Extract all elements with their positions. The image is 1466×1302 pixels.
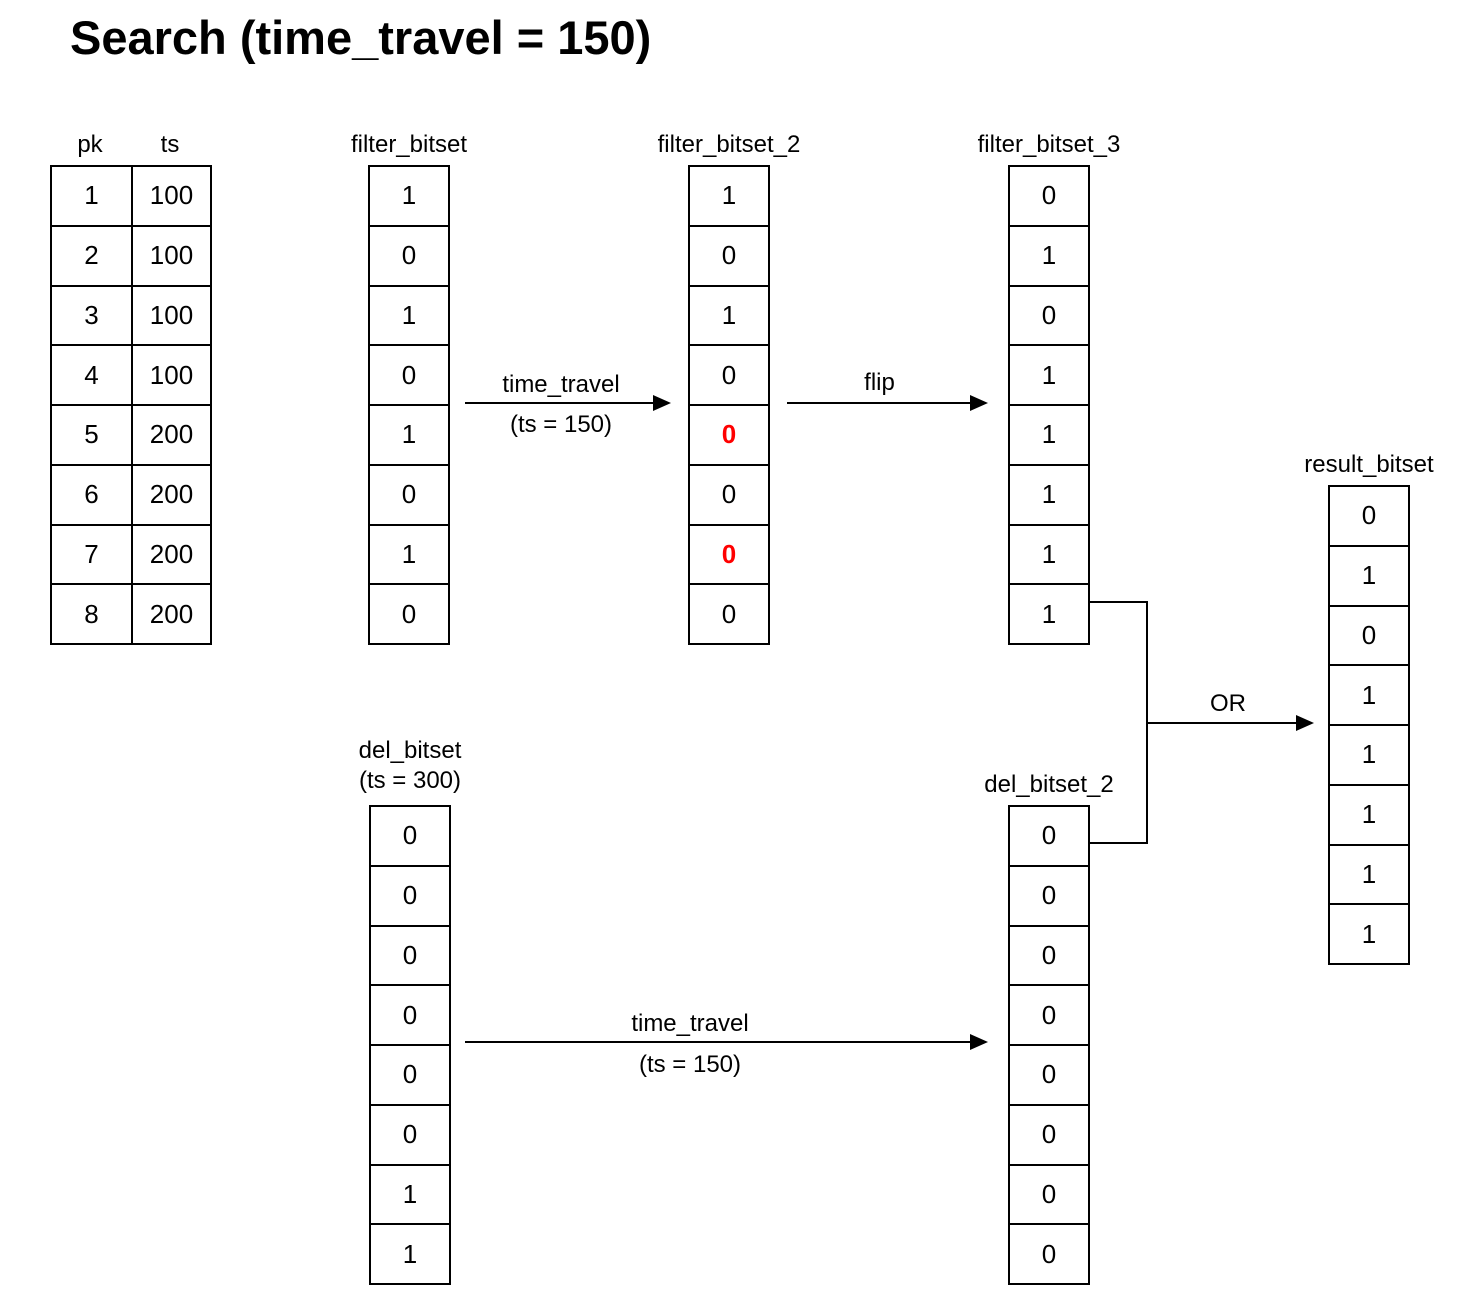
filter-bitset-label: filter_bitset	[350, 131, 468, 158]
bit-cell: 1	[1010, 224, 1088, 285]
bit-cell: 0	[1010, 1044, 1088, 1104]
bit-cell: 0	[1010, 924, 1088, 985]
bit-cell: 0	[1010, 984, 1088, 1044]
bit-cell: 0	[371, 924, 449, 985]
filter-bitset-3-label: filter_bitset_3	[977, 131, 1121, 158]
arrow-flip-head-icon	[970, 395, 988, 411]
result-bitset-label: result_bitset	[1304, 451, 1434, 478]
del-bitset-label: del_bitset (ts = 300)	[330, 736, 490, 796]
connector-bottom-line	[1088, 842, 1148, 844]
filter-bitset-3-column: 0 1 0 1 1 1 1 1	[1008, 165, 1090, 645]
table-cell: 200	[131, 583, 210, 643]
bit-cell: 0	[1010, 1163, 1088, 1224]
table-cell: 5	[52, 404, 131, 464]
bit-cell: 0	[402, 820, 418, 851]
del-bitset-label-line2: (ts = 300)	[358, 767, 462, 794]
bit-cell: 1	[1330, 544, 1408, 605]
del-bitset-2-column: 0 0 0 0 0 0 0 0	[1008, 805, 1090, 1285]
bit-cell: 0	[1330, 604, 1408, 665]
arrow-time-travel-bottom-head-icon	[970, 1034, 988, 1050]
bit-cell: 0	[1010, 1103, 1088, 1164]
bit-cell: 0	[371, 864, 449, 925]
bit-cell: 0	[371, 1103, 449, 1164]
bit-cell: 0	[370, 224, 448, 285]
arrow-time-travel-top-line	[465, 402, 655, 404]
bit-cell: 1	[1010, 463, 1088, 524]
arrow-time-travel-bottom-sublabel: (ts = 150)	[638, 1051, 742, 1078]
bit-cell: 1	[1010, 523, 1088, 584]
del-bitset-2-label: del_bitset_2	[984, 771, 1114, 798]
del-bitset-column: 0 0 0 0 0 0 1 1	[369, 805, 451, 1285]
table-cell: 100	[131, 167, 210, 225]
bit-cell: 1	[370, 404, 448, 464]
arrow-flip-line	[787, 402, 972, 404]
table-cell: 4	[52, 344, 131, 404]
bit-cell: 0	[1010, 864, 1088, 925]
arrow-time-travel-top-head-icon	[653, 395, 671, 411]
bit-cell: 1	[1010, 344, 1088, 404]
arrow-time-travel-top-label: time_travel	[502, 371, 620, 398]
filter-bitset-column: 1 0 1 0 1 0 1 0	[368, 165, 450, 645]
filter-bitset-2-label: filter_bitset_2	[657, 131, 801, 158]
result-bitset-column: 0 1 0 1 1 1 1 1	[1328, 485, 1410, 965]
bit-cell: 1	[1010, 583, 1088, 643]
table-cell: 100	[131, 284, 210, 345]
bit-cell: 1	[401, 180, 417, 211]
table-cell: 200	[131, 404, 210, 464]
bit-cell: 0	[371, 1044, 449, 1104]
bit-cell: 1	[371, 1223, 449, 1283]
bit-cell: 0	[370, 583, 448, 643]
table-cell: 3	[52, 284, 131, 345]
filter-bitset-2-column: 1 0 1 0 0 0 0 0	[688, 165, 770, 645]
bit-cell: 1	[1330, 783, 1408, 844]
table-cell: 200	[131, 523, 210, 584]
bit-cell: 0	[1010, 1223, 1088, 1283]
bit-cell: 0	[371, 984, 449, 1044]
table-cell: 2	[52, 224, 131, 285]
bit-cell: 1	[371, 1163, 449, 1224]
bit-cell: 0	[690, 523, 768, 584]
bit-cell: 1	[370, 284, 448, 345]
bit-cell: 1	[1330, 664, 1408, 724]
table-cell: 1	[84, 180, 99, 211]
page-title: Search (time_travel = 150)	[70, 11, 652, 64]
table-cell: 200	[131, 463, 210, 524]
table-cell: 7	[52, 523, 131, 584]
bit-cell: 0	[370, 463, 448, 524]
bit-cell: 0	[690, 344, 768, 404]
arrow-time-travel-top-sublabel: (ts = 150)	[509, 411, 613, 438]
bit-cell: 1	[1330, 724, 1408, 784]
arrow-or-label: OR	[1210, 690, 1246, 717]
arrow-time-travel-bottom-line	[465, 1041, 972, 1043]
table-cell: 100	[131, 344, 210, 404]
bit-cell: 0	[690, 224, 768, 285]
connector-top-line	[1088, 601, 1148, 603]
arrow-flip-label: flip	[864, 369, 895, 396]
table-cell: 100	[131, 224, 210, 285]
table-header-pk: pk	[77, 131, 103, 158]
bit-cell: 1	[1010, 404, 1088, 464]
arrow-or-head-icon	[1296, 715, 1314, 731]
bit-cell: 1	[370, 523, 448, 584]
arrow-time-travel-bottom-label: time_travel	[631, 1010, 749, 1037]
bit-cell: 0	[370, 344, 448, 404]
bit-cell: 0	[690, 583, 768, 643]
bit-cell: 0	[690, 404, 768, 464]
bit-cell: 1	[1330, 903, 1408, 963]
bit-cell: 0	[1041, 820, 1057, 851]
table-cell: 6	[52, 463, 131, 524]
arrow-or-line	[1146, 722, 1298, 724]
table-cell: 8	[52, 583, 131, 643]
bit-cell: 1	[1330, 843, 1408, 904]
bit-cell: 0	[1361, 500, 1377, 531]
bit-cell: 1	[721, 180, 737, 211]
bit-cell: 1	[690, 284, 768, 345]
del-bitset-label-line1: del_bitset	[358, 737, 462, 764]
table-header-ts: ts	[160, 131, 180, 158]
bit-cell: 0	[1010, 284, 1088, 345]
bit-cell: 0	[690, 463, 768, 524]
pk-ts-table: 1 100 2 100 3 100 4 100 5 200 6 200 7 20…	[50, 165, 212, 645]
bit-cell: 0	[1041, 180, 1057, 211]
